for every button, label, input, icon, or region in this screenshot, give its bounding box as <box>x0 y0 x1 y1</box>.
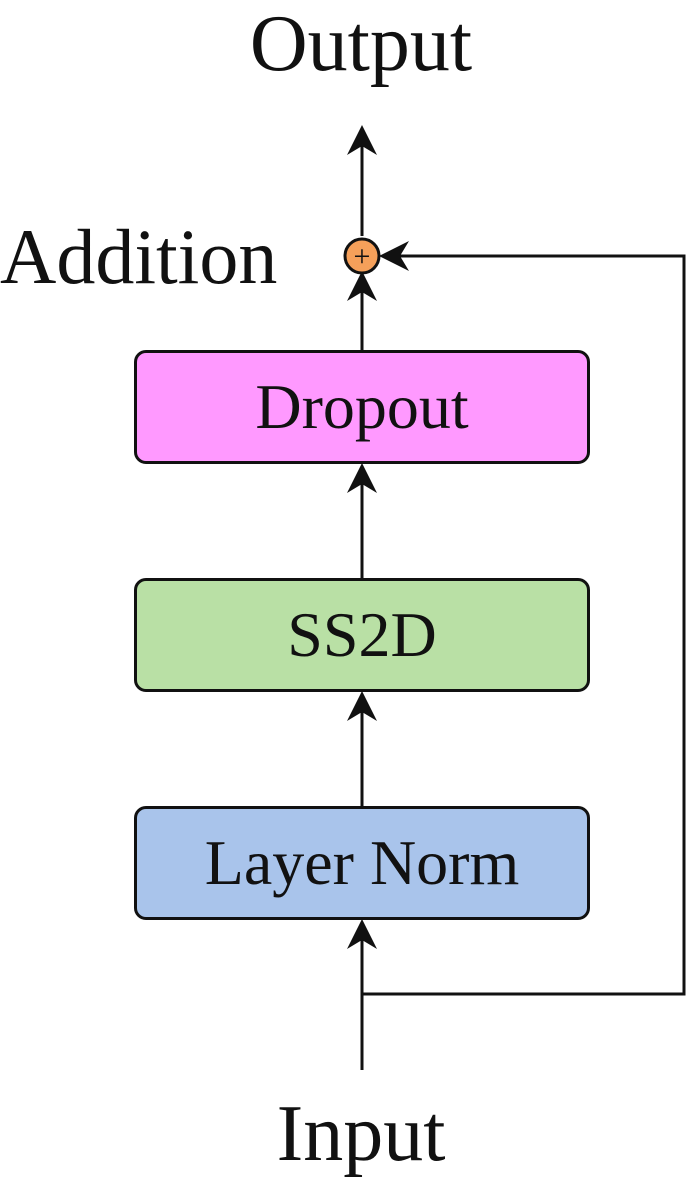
addition-label: Addition <box>0 213 278 300</box>
output-label: Output <box>249 0 473 88</box>
ss2d-block-label: SS2D <box>287 599 437 670</box>
layer-norm-block: Layer Norm <box>134 806 590 920</box>
plus-icon: + <box>354 240 371 273</box>
input-label: Input <box>276 1090 446 1178</box>
dropout-block-label: Dropout <box>255 371 469 442</box>
addition-node: + <box>343 237 381 275</box>
addition-node-circle <box>343 237 381 275</box>
ss2d-block: SS2D <box>134 578 590 692</box>
layer-norm-block-label: Layer Norm <box>204 827 520 898</box>
dropout-block: Dropout <box>134 350 590 464</box>
residual-skip-connection <box>362 241 686 996</box>
